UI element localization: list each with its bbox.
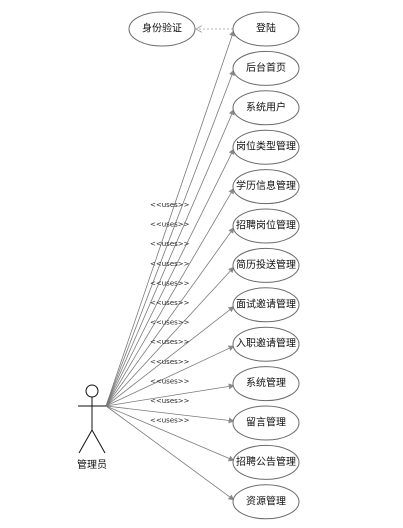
association-line bbox=[105, 69, 235, 407]
usecase-item[interactable]: 系统用户 bbox=[232, 90, 300, 126]
actor-admin[interactable]: 管理员 bbox=[77, 384, 107, 471]
actor-label: 管理员 bbox=[77, 458, 107, 471]
association-line bbox=[105, 227, 235, 407]
association-line bbox=[105, 187, 235, 407]
association-line bbox=[105, 306, 235, 407]
association-line bbox=[105, 30, 235, 407]
usecase-auth[interactable]: 身份验证 bbox=[128, 11, 196, 47]
usecase-auth-label: 身份验证 bbox=[142, 22, 182, 35]
uses-stereotype-label: <<uses>> bbox=[150, 417, 190, 425]
uses-stereotype-label: <<uses>> bbox=[150, 377, 190, 385]
usecase-item[interactable]: 简历投送管理 bbox=[232, 247, 300, 283]
uses-stereotype-label: <<uses>> bbox=[150, 201, 190, 209]
association-line bbox=[105, 405, 235, 501]
association-line bbox=[105, 405, 235, 462]
usecase-item[interactable]: 招聘公告管理 bbox=[232, 444, 300, 480]
association-line bbox=[105, 345, 235, 407]
association-line bbox=[105, 266, 235, 407]
association-lines bbox=[105, 30, 235, 501]
usecase-item[interactable]: 后台首页 bbox=[232, 50, 300, 86]
usecase-ellipse bbox=[232, 287, 300, 323]
usecase-auth-ellipse bbox=[128, 11, 196, 47]
usecase-label: 岗位类型管理 bbox=[236, 140, 296, 153]
usecase-ellipse bbox=[232, 326, 300, 362]
usecase-item[interactable]: 岗位类型管理 bbox=[232, 129, 300, 165]
uses-stereotype-label: <<uses>> bbox=[150, 319, 190, 327]
association-line bbox=[105, 148, 235, 407]
usecase-item[interactable]: 学历信息管理 bbox=[232, 169, 300, 205]
usecase-ellipse bbox=[232, 50, 300, 86]
usecase-item[interactable]: 面试邀请管理 bbox=[232, 287, 300, 323]
stick-figure-actor-icon bbox=[78, 384, 106, 454]
association-line bbox=[105, 405, 235, 424]
usecase-ellipse bbox=[232, 208, 300, 244]
usecase-ellipse bbox=[232, 484, 300, 520]
uses-stereotype-label: <<uses>> bbox=[150, 260, 190, 268]
uses-stereotype-label: <<uses>> bbox=[150, 358, 190, 366]
usecase-item[interactable]: 登陆 bbox=[232, 11, 300, 47]
usecase-ellipse bbox=[232, 169, 300, 205]
usecase-item[interactable]: 招聘岗位管理 bbox=[232, 208, 300, 244]
usecase-label: 资源管理 bbox=[246, 494, 286, 507]
usecase-item[interactable]: 资源管理 bbox=[232, 484, 300, 520]
usecase-label: 系统管理 bbox=[246, 376, 286, 389]
usecase-ellipse bbox=[232, 247, 300, 283]
usecase-label: 入职邀请管理 bbox=[236, 337, 296, 350]
usecase-list: 登陆后台首页系统用户岗位类型管理学历信息管理招聘岗位管理简历投送管理面试邀请管理… bbox=[232, 11, 300, 520]
uses-stereotype-label: <<uses>> bbox=[150, 279, 190, 287]
uses-stereotype-label: <<uses>> bbox=[150, 299, 190, 307]
stereotype-labels: <<uses>> <<uses>> <<uses>> <<uses>> <<uses>>… bbox=[150, 201, 190, 425]
uses-stereotype-label: <<uses>> bbox=[150, 338, 190, 346]
usecase-ellipse bbox=[232, 405, 300, 441]
association-line bbox=[105, 383, 235, 407]
usecase-label: 学历信息管理 bbox=[236, 179, 296, 192]
usecase-item[interactable]: 留言管理 bbox=[232, 405, 300, 441]
usecase-item[interactable]: 入职邀请管理 bbox=[232, 326, 300, 362]
usecase-ellipse bbox=[232, 11, 300, 47]
usecase-label: 面试邀请管理 bbox=[236, 297, 296, 310]
usecase-item[interactable]: 系统管理 bbox=[232, 366, 300, 402]
usecase-ellipse bbox=[232, 129, 300, 165]
usecase-label: 系统用户 bbox=[246, 100, 286, 113]
usecase-label: 招聘岗位管理 bbox=[236, 219, 296, 232]
usecase-ellipse bbox=[232, 90, 300, 126]
uses-stereotype-label: <<uses>> bbox=[150, 221, 190, 229]
usecase-label: 留言管理 bbox=[246, 416, 286, 429]
usecase-label: 登陆 bbox=[256, 22, 276, 35]
uses-stereotype-label: <<uses>> bbox=[150, 397, 190, 405]
usecase-label: 招聘公告管理 bbox=[236, 455, 296, 468]
uses-stereotype-label: <<uses>> bbox=[150, 240, 190, 248]
association-line bbox=[105, 108, 235, 407]
usecase-label: 后台首页 bbox=[246, 61, 286, 74]
usecase-label: 简历投送管理 bbox=[236, 258, 296, 271]
usecase-ellipse bbox=[232, 444, 300, 480]
usecase-ellipse bbox=[232, 366, 300, 402]
